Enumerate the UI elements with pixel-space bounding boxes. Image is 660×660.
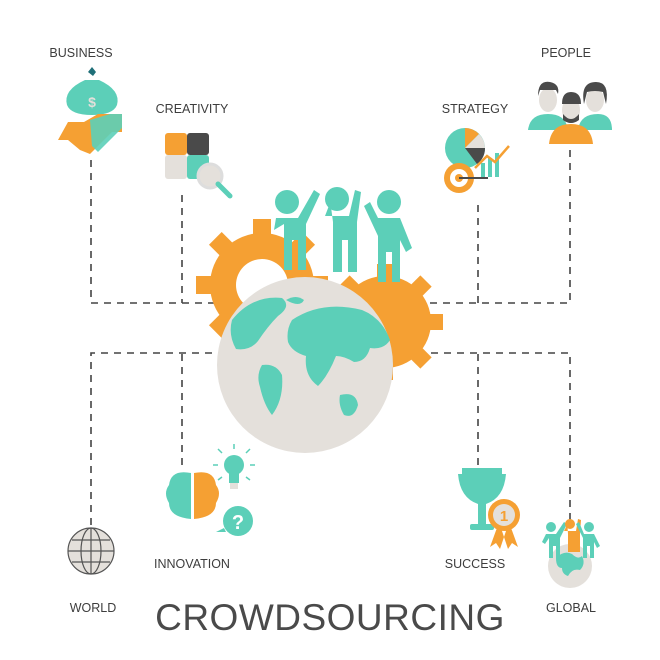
lightbulb-icon: [213, 444, 255, 489]
business-icon: $: [58, 67, 122, 154]
label-innovation: INNOVATION: [154, 557, 230, 571]
label-world: WORLD: [70, 601, 117, 615]
main-title: CROWDSOURCING: [155, 597, 505, 638]
world-globe: [217, 277, 393, 453]
label-business: BUSINESS: [49, 46, 112, 60]
innovation-icon: ?: [166, 444, 255, 536]
creativity-icon: [165, 133, 233, 199]
trophy-icon: [458, 468, 506, 530]
label-global: GLOBAL: [546, 601, 596, 615]
world-icon: [67, 527, 115, 575]
label-people: PEOPLE: [541, 46, 591, 60]
question-icon: ?: [232, 512, 244, 534]
label-success: SUCCESS: [445, 557, 505, 571]
people-icon: [528, 81, 612, 144]
medal-icon: 1: [488, 499, 520, 549]
strategy-icon: [444, 128, 510, 193]
dollar-icon: $: [88, 94, 96, 110]
team-people-icon: [274, 187, 412, 282]
connector-lines: [90, 150, 571, 525]
svg-text:1: 1: [500, 508, 508, 525]
label-strategy: STRATEGY: [442, 102, 509, 116]
global-icon: [542, 519, 600, 588]
label-creativity: CREATIVITY: [156, 102, 229, 116]
